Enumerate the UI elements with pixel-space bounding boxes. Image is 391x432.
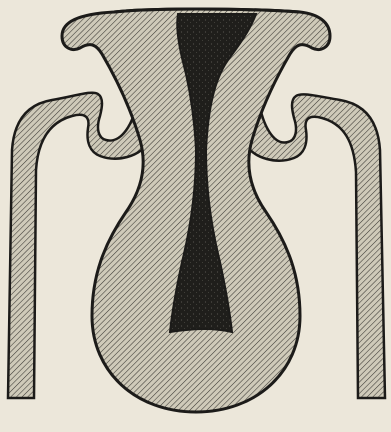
cross-section-illustration [0, 0, 391, 432]
figure-canvas [0, 0, 391, 432]
